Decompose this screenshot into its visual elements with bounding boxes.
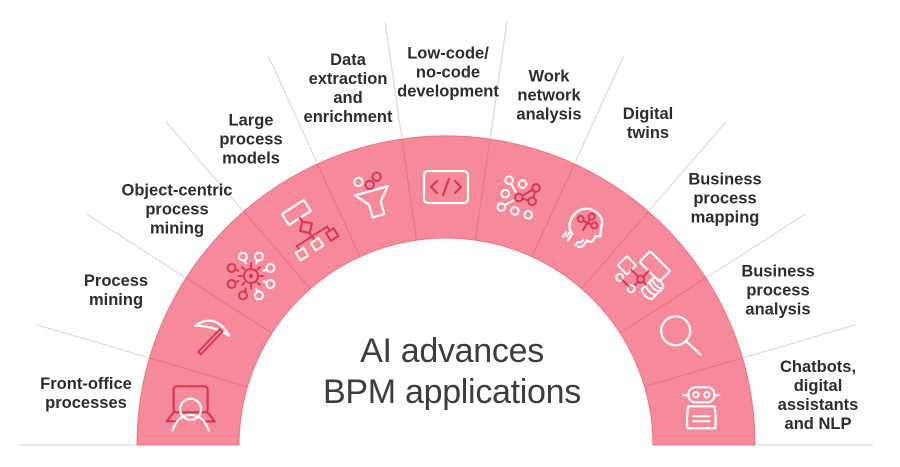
radial-guide-line bbox=[707, 213, 806, 278]
segment-label-business-process-mapping: Business process mapping bbox=[688, 170, 762, 227]
radial-guide-lines bbox=[19, 22, 873, 446]
process-map-icon bbox=[615, 250, 671, 301]
segment-label-digital-twins: Digital twins bbox=[622, 105, 674, 142]
hub-nodes-icon bbox=[226, 251, 276, 301]
magnifier-icon bbox=[660, 315, 702, 356]
segment-label-data-extraction-enrichment: Data extraction and enrichment bbox=[303, 51, 393, 126]
title-line-2: BPM applications bbox=[323, 373, 581, 411]
radial-guide-line bbox=[649, 121, 727, 211]
segment-label-chatbots-digital-assistants: Chatbots, digital assistants and NLP bbox=[777, 358, 859, 433]
radial-guide-line bbox=[36, 324, 148, 358]
radial-guide-line bbox=[574, 56, 624, 163]
radial-guide-line bbox=[489, 22, 508, 138]
network-graph-icon bbox=[496, 175, 541, 220]
segment-label-large-process-models: Large process models bbox=[219, 111, 283, 168]
segment-label-business-process-analysis: Business process analysis bbox=[741, 262, 815, 319]
funnel-icon bbox=[353, 171, 389, 219]
radial-guide-line bbox=[744, 324, 856, 358]
robot-icon bbox=[682, 386, 721, 430]
main-title: AI advances BPM applications bbox=[323, 331, 581, 413]
radial-guide-line bbox=[165, 121, 243, 211]
flowchart-icon bbox=[281, 199, 340, 262]
segment-label-work-network-analysis: Work network analysis bbox=[516, 67, 582, 124]
segment-label-front-office-processes: Front-office processes bbox=[40, 375, 132, 412]
segment-label-low-code-no-code-development: Low-code/ no-code development bbox=[397, 44, 499, 101]
code-brackets-icon bbox=[422, 169, 470, 205]
title-line-1: AI advances bbox=[360, 332, 544, 370]
head-network-icon bbox=[561, 207, 604, 249]
pickaxe-icon bbox=[194, 319, 231, 356]
semicircle-arc bbox=[136, 135, 756, 446]
person-laptop-icon bbox=[165, 385, 216, 432]
radial-guide-line bbox=[384, 22, 403, 138]
radial-guide-line bbox=[268, 56, 318, 163]
radial-guide-line bbox=[86, 213, 185, 278]
segment-label-process-mining: Process mining bbox=[83, 272, 149, 309]
segment-label-object-centric-process-mining: Object-centric process mining bbox=[121, 181, 233, 238]
